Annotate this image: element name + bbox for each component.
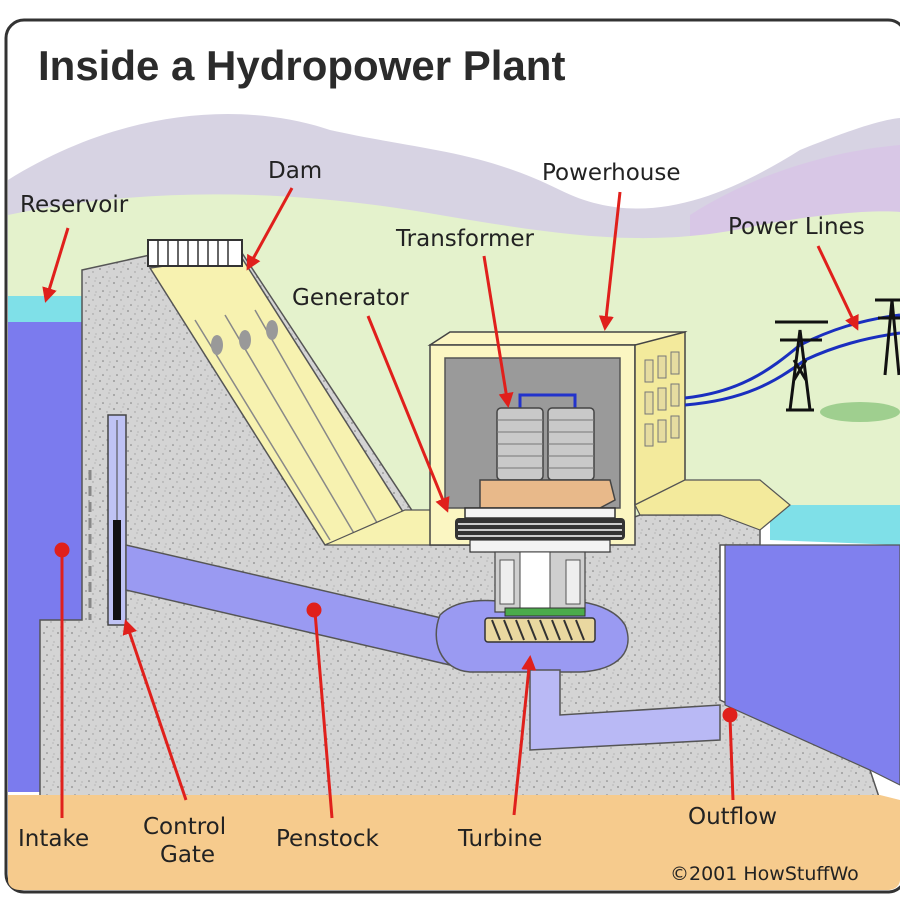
label-control-gate-line1: Control (143, 814, 226, 840)
ground (8, 795, 900, 890)
label-reservoir: Reservoir (20, 192, 129, 218)
label-intake: Intake (18, 826, 89, 852)
copyright: ©2001 HowStuffWo (670, 863, 859, 885)
reservoir-surface (8, 296, 93, 326)
label-turbine: Turbine (457, 826, 542, 852)
transformer-base (479, 479, 616, 509)
arrow-turbine (512, 655, 537, 816)
label-penstock: Penstock (276, 826, 379, 852)
pin-outflow (728, 716, 735, 801)
arrow-powerhouse (598, 191, 622, 331)
label-power-lines: Power Lines (728, 214, 865, 240)
tailrace-surface (770, 505, 900, 545)
dam-railing (147, 239, 243, 267)
generator (455, 507, 625, 553)
outdoor-platform (634, 479, 791, 531)
arrow-transformer (482, 255, 514, 408)
arrow-power-lines (816, 245, 859, 331)
label-outflow: Outflow (688, 804, 777, 830)
transformer-wire (518, 393, 577, 410)
transformer (496, 407, 595, 481)
tailrace-water (724, 544, 900, 786)
label-powerhouse: Powerhouse (542, 160, 681, 186)
pin-penstock (313, 611, 334, 819)
transmission-tower (775, 320, 828, 412)
label-generator: Generator (292, 285, 409, 311)
control-gate (113, 520, 121, 620)
diagram-title: Inside a Hydropower Plant (38, 42, 565, 89)
arrow-dam (246, 187, 294, 271)
arrow-generator (366, 315, 450, 513)
callout-arrows (42, 187, 859, 816)
turbine-shaft (494, 551, 586, 617)
arrow-control-gate (122, 619, 188, 801)
transmission-tower-far (875, 298, 900, 376)
callout-pins (54, 542, 738, 819)
label-dam: Dam (268, 158, 322, 184)
power-line-1 (684, 313, 900, 400)
outflow-pipe (529, 669, 721, 751)
label-transformer: Transformer (395, 226, 535, 252)
label-control-gate-line2: Gate (160, 842, 215, 868)
arrow-reservoir (42, 227, 70, 303)
turbine-runner (484, 617, 596, 643)
